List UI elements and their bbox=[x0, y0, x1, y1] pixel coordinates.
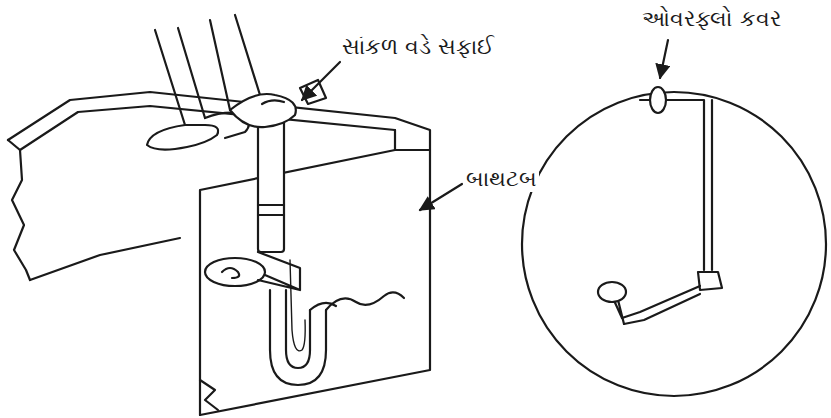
snake-cable bbox=[290, 260, 305, 351]
leader-line bbox=[302, 62, 340, 100]
overflow-cover-label: ઓવરફ્લો કવર bbox=[640, 6, 783, 32]
stopper-disc bbox=[598, 282, 626, 302]
overflow-cover bbox=[650, 87, 666, 113]
tub-rim bbox=[8, 92, 430, 150]
arm-left bbox=[155, 28, 205, 125]
hand-right bbox=[230, 94, 296, 127]
tub-inner-rim bbox=[20, 106, 395, 150]
leader-line bbox=[420, 184, 462, 210]
rod-plug bbox=[698, 272, 722, 290]
p-trap-inner bbox=[286, 290, 310, 368]
bathtub-label: બાથટબ bbox=[464, 166, 539, 192]
linkage-rod bbox=[711, 100, 713, 270]
tub-corner bbox=[395, 130, 430, 150]
hand-left bbox=[147, 125, 218, 150]
inset-circle bbox=[522, 92, 826, 396]
trap-outlet-inner bbox=[310, 303, 336, 310]
tub-front bbox=[200, 150, 430, 415]
cleaning-label: સાંકળ વડે સફાઈ bbox=[340, 34, 496, 60]
pipe-joint bbox=[258, 205, 284, 215]
wall-cut bbox=[8, 140, 30, 280]
drain-grate bbox=[222, 268, 239, 278]
finger bbox=[262, 100, 284, 104]
linkage-rod bbox=[640, 100, 704, 270]
front-cut bbox=[200, 380, 218, 410]
leader-line bbox=[660, 40, 668, 78]
snake-handle bbox=[300, 80, 326, 104]
stopper-arm bbox=[622, 286, 700, 324]
trap-outlet bbox=[326, 292, 404, 310]
tub-floor-edge bbox=[30, 238, 180, 280]
waste-tee bbox=[258, 252, 300, 290]
tub-front-face bbox=[200, 150, 395, 415]
overflow-pipe bbox=[258, 112, 284, 252]
drain bbox=[205, 258, 265, 286]
